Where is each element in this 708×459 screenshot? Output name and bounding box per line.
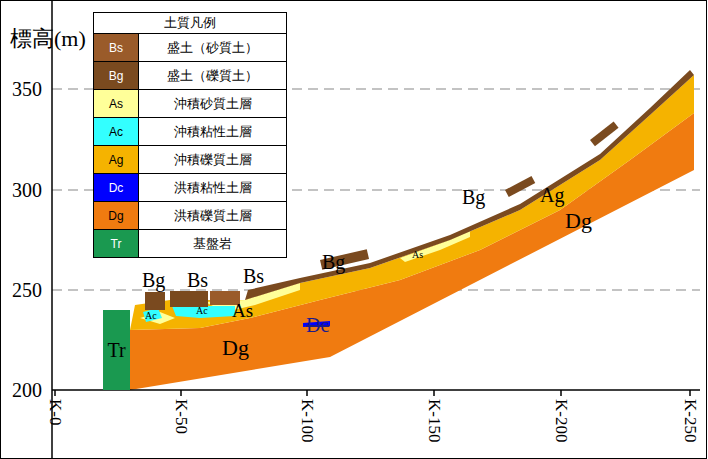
bedrock-block: Tr [103,310,130,390]
soil-code: Bg [109,69,124,83]
tick-label: 350 [12,79,42,99]
layer-label: Bg [322,252,345,272]
soil-code: As [109,97,123,111]
station-label: K-150 [426,399,443,442]
layer-label: Bg [462,187,485,207]
legend-text: 盛土（礫質土） [139,62,286,89]
station-label: K-200 [553,399,570,442]
soil-code: Dc [109,181,124,195]
legend-swatch: Tr [94,230,139,257]
legend-swatch: Bg [94,62,139,89]
layer-label: Dg [222,337,249,359]
legend-title: 土質凡例 [94,13,286,34]
legend-text: 基盤岩 [139,230,286,257]
legend-table: 土質凡例Bs盛土（砂質土）Bg盛土（礫質土）As沖積砂質土層Ac沖積粘性土層Ag… [93,12,287,258]
legend-row: Dg 洪積礫質土層 [94,202,286,230]
node-text: Tr [107,340,125,360]
legend-row: Tr 基盤岩 [94,230,286,257]
legend-row: Ag 沖積礫質土層 [94,146,286,174]
soil-code: Dg [108,209,123,223]
layer-label: As [412,250,423,260]
station-label: K-50 [173,399,190,434]
legend-swatch: Bs [94,34,139,61]
station-label: K-0 [47,399,64,425]
legend-row: Bg 盛土（礫質土） [94,62,286,90]
legend-text: 洪積礫質土層 [139,202,286,229]
layer-label: Dc [306,315,329,335]
axis-title: 標高(m) [10,28,86,50]
soil-code: Tr [111,237,122,251]
legend-row: Bs 盛土（砂質土） [94,34,286,62]
layer-label: Bg [142,270,165,290]
tick-label: 200 [12,380,42,400]
legend-row: Ac 沖積粘性土層 [94,118,286,146]
legend-text: 沖積砂質土層 [139,90,286,117]
legend-text: 沖積粘性土層 [139,118,286,145]
layer-label: Bs [243,266,264,286]
legend-text: 洪積粘性土層 [139,174,286,201]
legend-text: 盛土（砂質土） [139,34,286,61]
layer-label: Ac [145,311,157,321]
legend-swatch: As [94,90,139,117]
layer-label: Ac [196,306,208,316]
layer-label: Ag [540,185,564,205]
layer-label: Dg [565,210,592,232]
soil-code: Bs [109,41,123,55]
tick-label: 300 [12,180,42,200]
legend-swatch: Ac [94,118,139,145]
station-label: K-250 [682,399,699,442]
legend-row: Dc 洪積粘性土層 [94,174,286,202]
legend-row: As 沖積砂質土層 [94,90,286,118]
tick-label: 250 [12,280,42,300]
soil-code: Ac [109,125,123,139]
legend-swatch: Dc [94,174,139,201]
legend-swatch: Dg [94,202,139,229]
soil-code: Ag [109,153,124,167]
legend-text: 沖積礫質土層 [139,146,286,173]
station-label: K-100 [299,399,316,442]
legend-swatch: Ag [94,146,139,173]
layer-label: As [232,301,253,320]
layer-label: Bs [187,270,208,290]
